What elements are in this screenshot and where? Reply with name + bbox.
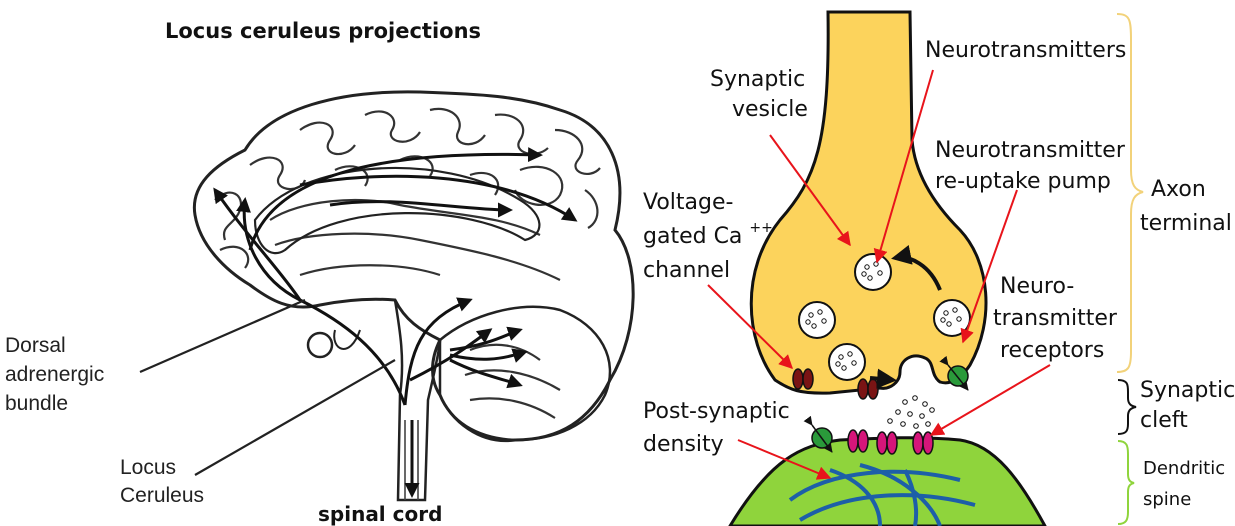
- label-dendritic-spine: Dendritic spine: [1143, 458, 1231, 510]
- label-spinal-cord: spinal cord: [318, 502, 442, 526]
- vesicle: [934, 300, 970, 336]
- lc-leader-line: [195, 360, 395, 475]
- pituitary: [308, 333, 332, 357]
- dendritic-spine: [730, 438, 1045, 526]
- label-dorsal-bundle: Dorsal adrenergic bundle: [5, 334, 110, 415]
- receptors: [848, 430, 933, 454]
- label-axon-terminal: Axon terminal: [1140, 177, 1232, 236]
- pituitary-stalk: [334, 330, 360, 349]
- label-synaptic-cleft: Synaptic cleft: [1140, 378, 1235, 433]
- label-synaptic-vesicle: Synaptic vesicle: [710, 67, 812, 122]
- cleft-neurotransmitters: [888, 396, 935, 429]
- vesicle: [799, 302, 835, 338]
- vesicle-release-arrow: [870, 378, 893, 380]
- label-neurotransmitters: Neurotransmitters: [925, 38, 1126, 63]
- synapse-panel: Synaptic vesicle Neurotransmitters Neuro…: [643, 12, 1235, 526]
- brain-panel: Locus ceruleus projections: [5, 19, 633, 526]
- label-reuptake-pump: Neurotransmitter re-uptake pump: [935, 138, 1132, 194]
- dendritic-spine-brace: [1118, 441, 1134, 524]
- vesicle: [829, 344, 865, 380]
- label-locus-ceruleus: Locus Ceruleus: [120, 456, 204, 507]
- vesicle: [855, 254, 891, 290]
- cerebellum: [440, 307, 610, 440]
- bundle-leader-line: [140, 300, 305, 372]
- label-receptors: Neuro- transmitter receptors: [993, 274, 1124, 363]
- label-post-synaptic-density: Post-synaptic density: [643, 399, 797, 457]
- brain-title: Locus ceruleus projections: [165, 19, 481, 43]
- synaptic-cleft-brace: [1118, 380, 1136, 434]
